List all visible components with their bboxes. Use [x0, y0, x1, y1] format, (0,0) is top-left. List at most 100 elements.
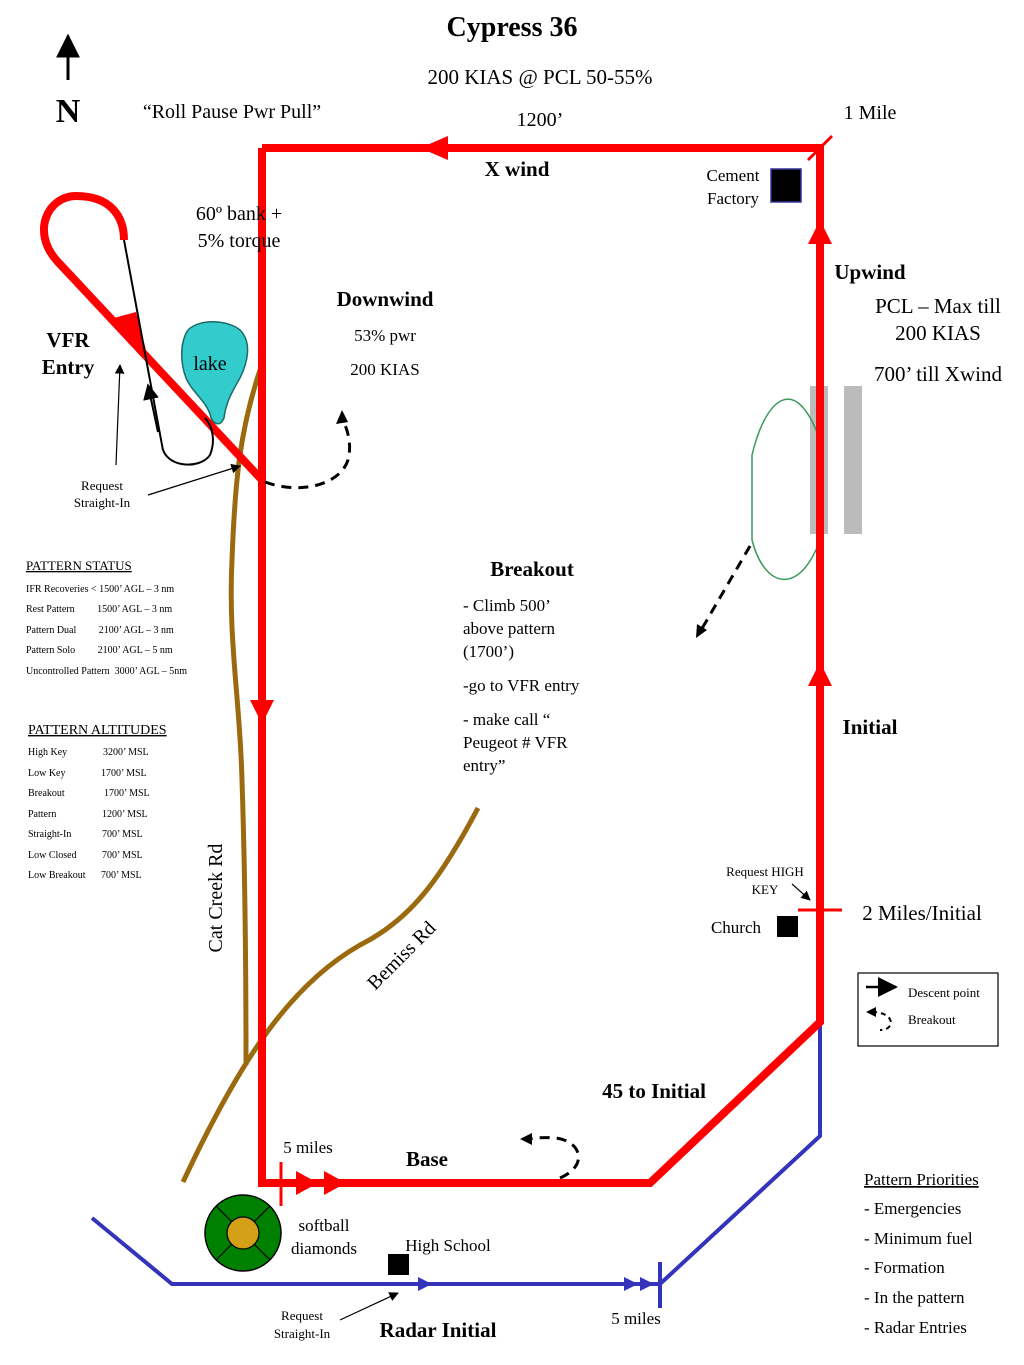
request-high-key-arrow [791, 883, 811, 901]
vfr-entry-label: VFR [46, 328, 90, 352]
one-mile-tick [806, 134, 834, 162]
upwind-note: 200 KIAS [895, 321, 981, 345]
base-breakout-arrow [527, 1136, 580, 1180]
downwind-label: Downwind [337, 287, 434, 311]
radar-five-miles-label: 5 miles [611, 1309, 661, 1328]
altitude-value: 1200’ MSL [102, 809, 148, 820]
softball-diamonds-icon [204, 1194, 282, 1272]
pattern-altitudes-heading: PATTERN ALTITUDES [28, 723, 167, 738]
breakout-line: -go to VFR entry [463, 676, 580, 695]
runway-right [844, 386, 862, 534]
altitude-name: Low Breakout [28, 870, 86, 881]
breakout-legend-icon [871, 1011, 892, 1031]
one-mile-label: 1 Mile [844, 102, 897, 124]
pattern-status-row: Pattern Dual 2100’ AGL – 3 nm [26, 625, 174, 636]
initial-breakout-arrowhead [696, 624, 707, 638]
vfr-entry-label: Entry [42, 355, 95, 379]
upwind-note: 700’ till Xwind [874, 362, 1002, 386]
base-five-miles-label: 5 miles [283, 1138, 333, 1157]
lake-label: lake [193, 353, 226, 375]
request-high-key-label: Request HIGH [726, 864, 804, 879]
priority-item: - Emergencies [864, 1199, 961, 1218]
lake-shape [181, 321, 249, 425]
breakout-line: - Climb 500’ [463, 596, 551, 615]
request-straight-in-arrow [147, 464, 241, 496]
upwind-arrowhead [808, 220, 832, 244]
altitude-value: 1700’ MSL [101, 768, 147, 779]
downwind-note: 200 KIAS [350, 360, 419, 379]
softball-label: diamonds [291, 1239, 357, 1258]
altitude-name: High Key [28, 747, 67, 758]
low-key-arrow [143, 383, 159, 433]
altitude-name: Straight-In [28, 829, 71, 840]
pattern-priorities-heading: Pattern Priorities [864, 1170, 979, 1189]
closed-pattern-oval [751, 398, 821, 581]
radar-request-straight-in-label: Request [281, 1308, 323, 1323]
request-straight-in-arrow [114, 364, 125, 466]
low-key-line [123, 239, 214, 466]
radar-arrowhead [640, 1277, 654, 1291]
pattern-status-row: IFR Recoveries < 1500’ AGL – 3 nm [26, 584, 174, 595]
north-label: N [56, 93, 81, 130]
xwind-arrowhead [420, 136, 448, 160]
cement-factory-label: Factory [707, 189, 759, 208]
base-arrowhead [296, 1171, 318, 1195]
request-straight-in-label: Straight-In [74, 495, 131, 510]
breakout-line: (1700’) [463, 642, 514, 661]
bemiss-rd-label: Bemiss Rd [363, 917, 440, 994]
radar-initial-label: Radar Initial [380, 1318, 497, 1342]
altitude-name: Pattern [28, 809, 56, 820]
cement-factory-label: Cement [707, 166, 760, 185]
high-school-label: High School [405, 1236, 491, 1255]
initial-label: Initial [843, 715, 898, 739]
altitude-value: 1700’ MSL [104, 788, 150, 799]
radar-arrowhead [418, 1277, 432, 1291]
radar-request-straight-in-label: Straight-In [274, 1326, 331, 1341]
legend-descent-point-label: Descent point [908, 985, 980, 1000]
downwind-breakout-arrowhead [336, 410, 348, 424]
altitude-name: Low Key [28, 768, 66, 779]
forty-five-to-initial-label: 45 to Initial [602, 1079, 706, 1103]
priority-item: - Minimum fuel [864, 1229, 973, 1248]
pattern-status-row: Uncontrolled Pattern 3000’ AGL – 5nm [26, 666, 187, 677]
page-title: Cypress 36 [447, 12, 578, 43]
downwind-note: 53% pwr [354, 326, 416, 345]
main-pattern-rectangle [258, 144, 824, 1187]
pattern-altitude-label: 1200’ [517, 109, 564, 131]
breakout-line: Peugeot # VFR [463, 733, 568, 752]
cement-factory-square [770, 168, 802, 203]
downwind-arrowhead [250, 700, 274, 724]
initial-arrowhead [808, 662, 832, 686]
bemiss-road [180, 806, 481, 1184]
pattern-status-row: Pattern Solo 2100’ AGL – 5 nm [26, 645, 173, 656]
altitude-value: 700’ MSL [102, 850, 143, 861]
initial-breakout-arrow [698, 545, 752, 633]
high-school-square [388, 1254, 409, 1275]
request-straight-in-radar-arrow [339, 1292, 399, 1321]
base-label: Base [406, 1147, 448, 1171]
cat-creek-rd-label: Cat Creek Rd [205, 844, 227, 953]
priority-item: - Formation [864, 1258, 945, 1277]
priority-item: - In the pattern [864, 1288, 965, 1307]
altitude-value: 3200’ MSL [103, 747, 149, 758]
bank-label: 60º bank + [196, 203, 282, 225]
base-breakout-arrowhead [520, 1133, 532, 1145]
altitude-name: Low Closed [28, 850, 77, 861]
radar-arrowhead [624, 1277, 638, 1291]
priority-item: - Radar Entries [864, 1318, 967, 1337]
base-arrowhead [324, 1171, 346, 1195]
breakout-heading: Breakout [490, 557, 574, 581]
legend-breakout-label: Breakout [908, 1012, 956, 1027]
legend-box [857, 972, 999, 1047]
request-straight-in-label: Request [81, 478, 123, 493]
breakout-line: entry” [463, 756, 505, 775]
xwind-label: X wind [485, 157, 550, 181]
upwind-note: PCL – Max till [875, 294, 1001, 318]
vfr-entry-loop [39, 191, 265, 483]
pattern-status-row: Rest Pattern 1500’ AGL – 3 nm [26, 604, 172, 615]
bank-label: 5% torque [198, 230, 281, 252]
church-label: Church [711, 918, 762, 937]
roll-pause-label: “Roll Pause Pwr Pull” [143, 101, 321, 123]
softball-label: softball [299, 1216, 350, 1235]
